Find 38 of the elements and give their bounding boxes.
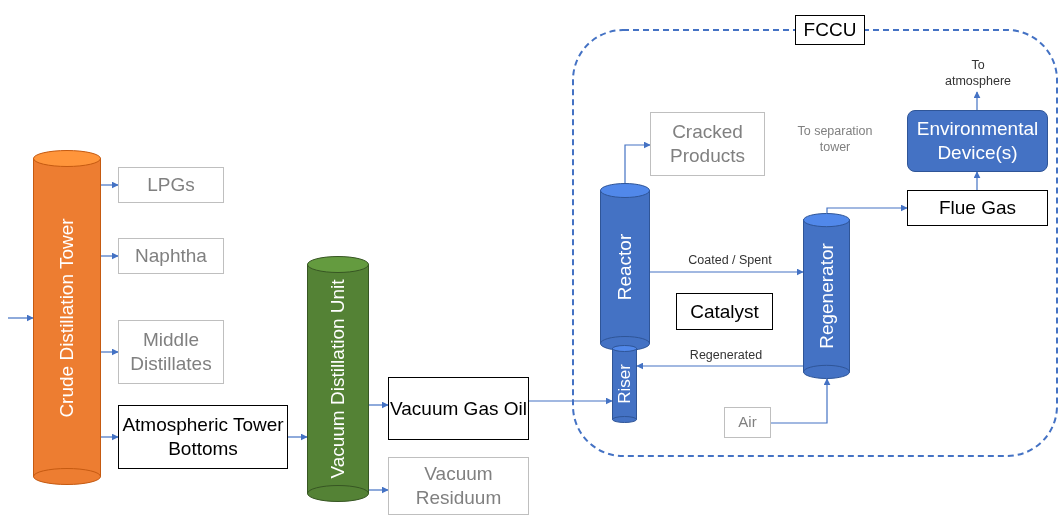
arrow [7,314,34,322]
process-box: Vacuum Gas Oil [388,377,529,440]
vessel-label: Vacuum Distillation Unit [327,279,349,479]
process-box: Catalyst [676,293,773,330]
edge-label: Regenerated [687,348,765,362]
vessel-label: Regenerator [815,243,838,349]
arrow [528,397,613,405]
arrow [649,268,804,276]
arrow [770,378,831,424]
dashed-region [572,15,1058,457]
process-box: Air [724,407,771,438]
region-label: FCCU [795,15,865,45]
arrow [973,171,981,191]
arrow [636,362,804,370]
arrow [100,181,119,189]
arrow [100,348,119,356]
process-box: Naphtha [118,238,224,274]
arrow [624,141,651,184]
vessel-label: Crude Distillation Tower [56,217,78,418]
process-box: Flue Gas [907,190,1048,226]
process-box: Vacuum Residuum [388,457,529,515]
process-box: LPGs [118,167,224,203]
vessel-label: Riser [614,364,635,404]
vessel-label: Reactor [614,233,636,301]
destination-note: To separation tower [796,123,874,156]
arrow [100,433,119,441]
arrow [100,252,119,260]
arrow [973,91,981,111]
process-box: Middle Distillates [118,320,224,384]
outlet-label: To atmosphere [942,54,1014,92]
arrow [826,204,908,214]
process-box: Atmospheric Tower Bottoms [118,405,288,469]
arrow [368,401,389,409]
arrow [287,433,308,441]
process-box: Cracked Products [650,112,765,176]
arrow [368,486,389,494]
device-box: Environmental Device(s) [907,110,1048,172]
edge-label: Coated / Spent [686,253,774,267]
